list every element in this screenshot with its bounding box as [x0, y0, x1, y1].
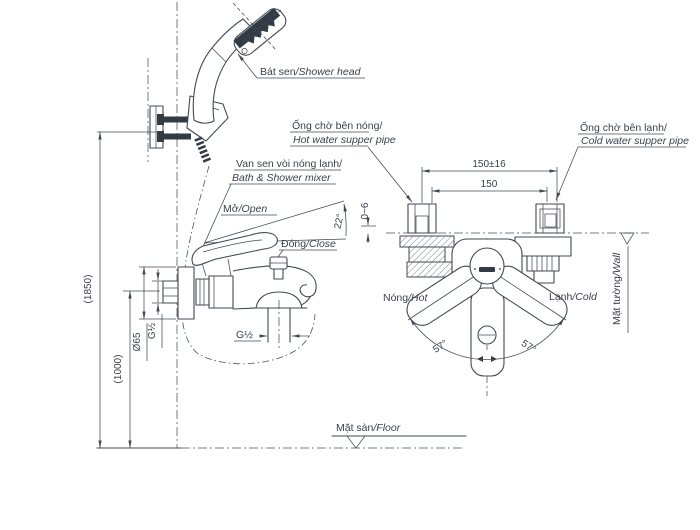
- swing-left-value: 57°: [431, 338, 450, 355]
- brand-mark-icon: [479, 267, 495, 272]
- wall-datum-icon: [620, 232, 635, 245]
- top-view: Ống chờ bên nóng/ Hot water supper pipe …: [290, 118, 689, 396]
- cold-union-nut: [526, 255, 560, 272]
- cold-pipe-label-en: Cold water supper pipe: [581, 135, 689, 147]
- hose-coil: [194, 136, 212, 165]
- inlet-thread-dim: G½: [147, 269, 164, 348]
- mixer-callout: Van sen vòi nóng lạnh/ Bath & Shower mix…: [197, 158, 342, 259]
- outlet-thread-value: G½: [236, 329, 253, 341]
- wall-label: Mặt tường/Wall: [611, 252, 623, 325]
- hot-fitting-section: [399, 235, 460, 278]
- open-angle-value: 22°: [333, 213, 347, 230]
- open-label: Mở/Open: [223, 203, 267, 215]
- valve-body: [208, 275, 234, 309]
- pipe-spacing-dims: 150±16 150: [421, 159, 558, 203]
- hot-pipe-label-en: Hot water supper pipe: [293, 134, 396, 146]
- pipe-spacing-tol-value: 150±16: [472, 159, 506, 170]
- height-dims: (1850) (1000): [83, 131, 160, 449]
- cold-supply-pipe: [535, 203, 565, 234]
- spout-top: [470, 287, 505, 377]
- inlet-nut: [162, 280, 179, 304]
- inlet-thread-value: G½: [147, 322, 158, 339]
- cold-pipe-callout: Ống chờ bên lạnh/ Cold water supper pipe: [555, 120, 689, 201]
- cold-pipe-label-vi: Ống chờ bên lạnh/: [580, 120, 667, 134]
- pipe-spacing-value: 150: [481, 179, 498, 190]
- wall-callout: Mặt tường/Wall: [611, 232, 635, 333]
- escutcheon: [177, 266, 195, 320]
- diverter-knob: [269, 256, 288, 280]
- head-axis: [242, 9, 282, 42]
- shower-bracket: [149, 95, 229, 165]
- escutcheon-dia-value: Ø65: [132, 332, 143, 351]
- wall-gap-dim: 0~6: [360, 202, 376, 243]
- floor-level-icon: [346, 435, 366, 449]
- shower-hose: [181, 165, 316, 365]
- mixer-top: [406, 238, 568, 377]
- mixer-label-vi: Van sen vòi nóng lạnh/: [236, 158, 342, 170]
- hot-supply-pipe: [407, 203, 437, 234]
- hot-label: Nóng/Hot: [383, 292, 428, 304]
- lever-handle: [191, 232, 278, 266]
- floor-line: Mặt sàn/Floor: [96, 422, 467, 449]
- hot-pipe-label-vi: Ống chờ bên nóng/: [292, 118, 382, 132]
- bracket-screw-icon: [157, 114, 191, 142]
- cartridge-dome: [469, 247, 505, 285]
- wall-gap-value: 0~6: [360, 202, 371, 219]
- head-crosshair: [232, 2, 278, 52]
- spray-face: [233, 7, 281, 49]
- shower-head: [192, 2, 287, 124]
- outlet-thread-dim: G½: [234, 329, 310, 342]
- cold-label: Lạnh/Cold: [549, 291, 598, 303]
- mixer-front: [162, 232, 317, 350]
- floor-label: Mặt sàn/Floor: [336, 422, 401, 434]
- mixer-label-en: Bath & Shower mixer: [232, 172, 331, 184]
- shower-head-label: Bát sen/Shower head: [260, 66, 362, 78]
- shower-head-callout: Bát sen/Shower head: [237, 53, 365, 79]
- outlet-height-value: (1000): [113, 355, 124, 384]
- front-view: Bát sen/Shower head Van sen vòi nóng lạn…: [83, 2, 467, 449]
- escutcheon-dim: Ø65: [132, 266, 176, 361]
- overall-height-value: (1850): [83, 275, 94, 304]
- hot-pipe-callout: Ống chờ bên nóng/ Hot water supper pipe: [290, 118, 413, 203]
